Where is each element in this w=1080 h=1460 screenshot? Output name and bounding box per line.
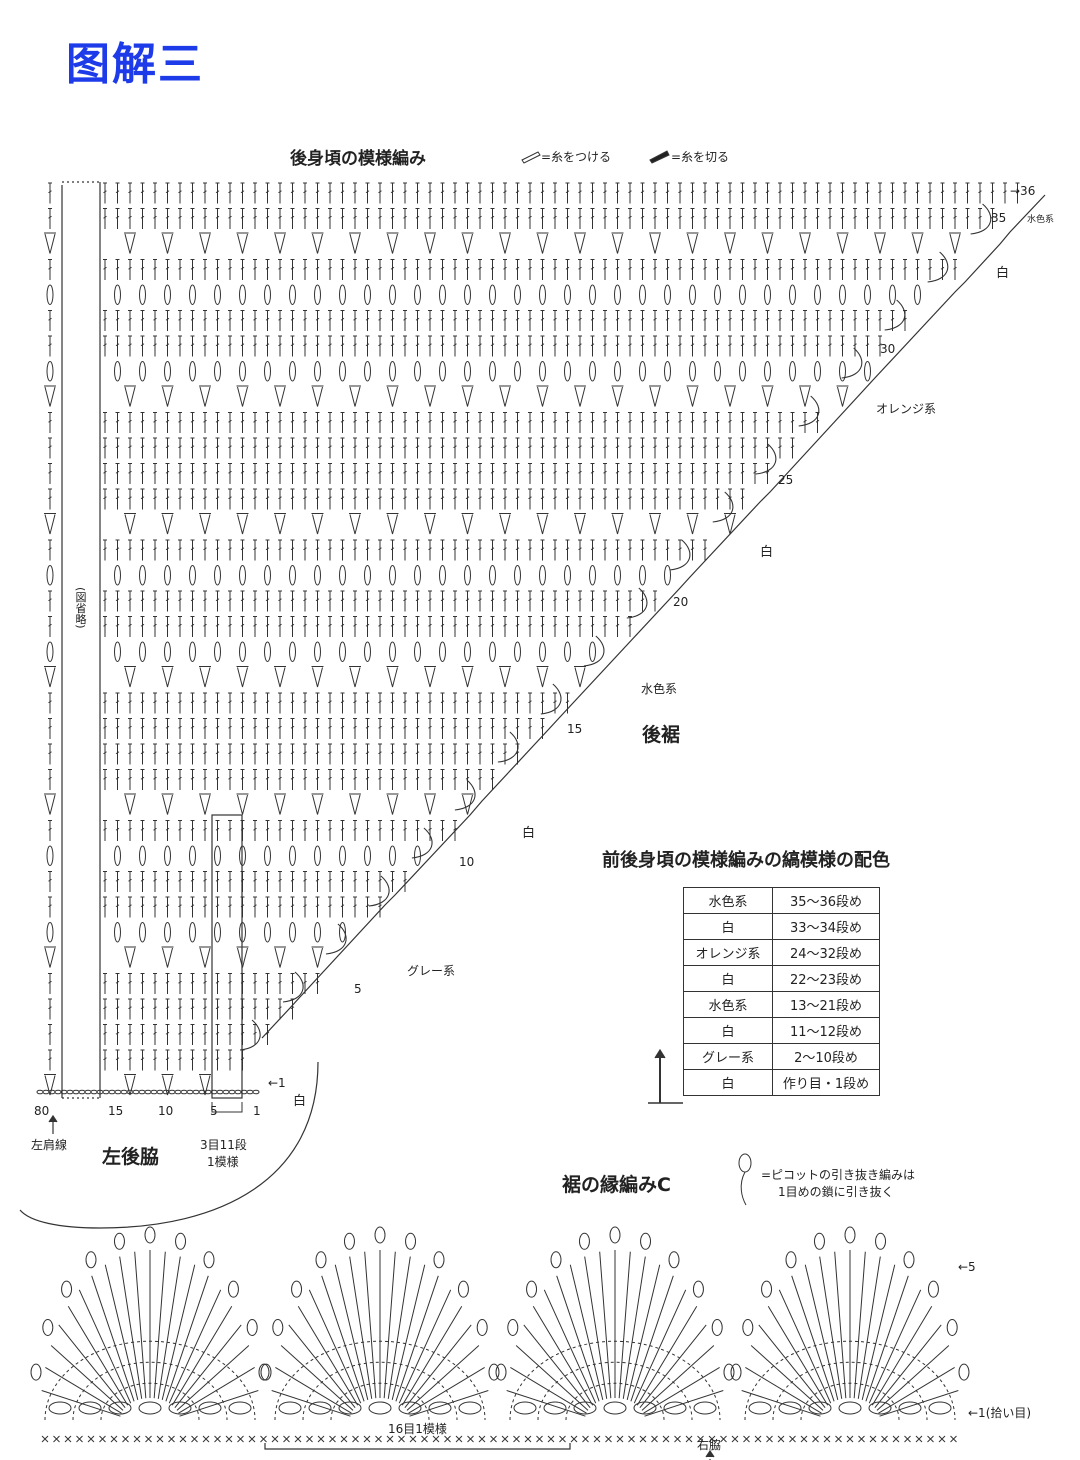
row-number-10: 10 xyxy=(459,855,475,869)
color-label-white-22: 白 xyxy=(760,545,774,560)
stripe-table-title: 前後身頃の模様編みの縞模様の配色 xyxy=(602,850,890,871)
picot-note-line2: 1目めの鎖に引き抜く xyxy=(778,1185,894,1199)
row-number-35: 35 xyxy=(991,211,1007,225)
stripe-color: 白 xyxy=(683,913,773,940)
row-number-25: 25 xyxy=(778,473,794,487)
row-number-5: 5 xyxy=(354,982,362,996)
stripe-color: 水色系 xyxy=(683,887,773,914)
color-label-grey: グレー系 xyxy=(407,964,456,978)
picot-note-line1: =ピコットの引き抜き編みは xyxy=(761,1168,916,1182)
color-label-mizuiro: 水色系 xyxy=(641,682,678,696)
stripe-table-row: 白作り目・1段め xyxy=(683,1069,880,1096)
color-label-white-1: 白 xyxy=(293,1094,307,1109)
left-back-side-label: 左後脇 xyxy=(102,1146,160,1168)
repeat-box xyxy=(211,814,243,1099)
edging-title: 裾の縁編みC xyxy=(562,1174,671,1196)
stripe-rows: 35〜36段め xyxy=(772,887,880,914)
stripe-rows: 作り目・1段め xyxy=(772,1069,880,1096)
row-number-20: 20 xyxy=(673,595,689,609)
row-arrow-1: ←1 xyxy=(268,1076,286,1090)
stripe-rows: 11〜12段め xyxy=(772,1017,880,1044)
hem-outline xyxy=(261,194,1046,1039)
row-number-30: 30 xyxy=(880,342,896,356)
hem-curves xyxy=(239,203,992,1051)
color-label-mizuiro-top: 水色系 xyxy=(1027,215,1055,225)
back-pattern-title: 後身頃の模様編み xyxy=(290,149,426,169)
stripe-color: グレー系 xyxy=(683,1043,773,1070)
omitted-label: (図省略) xyxy=(72,585,88,631)
stitch-number-5: 5 xyxy=(210,1104,218,1118)
row-number-15: 15 xyxy=(567,722,583,736)
edging-chart xyxy=(30,1226,970,1443)
stripe-color: 白 xyxy=(683,1069,773,1096)
repeat-note-line2: 1模様 xyxy=(207,1155,239,1169)
back-hem-label: 後裾 xyxy=(642,724,681,746)
repeat-note-line1: 3目11段 xyxy=(200,1138,247,1152)
stitch-number-10: 10 xyxy=(158,1104,174,1118)
left-shoulder-line-label: 左肩線 xyxy=(31,1138,68,1152)
stripe-rows: 22〜23段め xyxy=(772,965,880,992)
stitch-number-1: 1 xyxy=(253,1104,261,1118)
attach-yarn-icon xyxy=(521,151,541,164)
stripe-rows: 2〜10段め xyxy=(772,1043,880,1070)
stripe-color: 白 xyxy=(683,1017,773,1044)
stripe-color: 白 xyxy=(683,965,773,992)
stripe-rows: 13〜21段め xyxy=(772,991,880,1018)
picot-icon xyxy=(738,1153,752,1173)
side-outline xyxy=(19,1061,319,1229)
cut-yarn-icon xyxy=(649,150,670,164)
stripe-rows: 33〜34段め xyxy=(772,913,880,940)
stitch-number-80: 80 xyxy=(34,1104,50,1118)
stitch-number-15: 15 xyxy=(108,1104,124,1118)
edging-row5-label: ←5 xyxy=(958,1260,976,1274)
color-label-white-11: 白 xyxy=(522,826,536,841)
color-label-orange: オレンジ系 xyxy=(876,402,937,416)
edging-repeat-label: 16目1模様 xyxy=(388,1422,447,1436)
legend-symbols xyxy=(521,150,752,1206)
stripe-rows: 24〜32段め xyxy=(772,939,880,966)
color-label-white-33: 白 xyxy=(996,266,1010,281)
cut-yarn-legend: =糸を切る xyxy=(671,150,730,164)
stitch-grid xyxy=(36,182,1020,1096)
edging-row1-label: ←1(拾い目) xyxy=(968,1406,1032,1420)
page-title: 图解三 xyxy=(66,39,204,90)
edging-side-label: 右脇 xyxy=(697,1438,722,1452)
stripe-color: 水色系 xyxy=(683,991,773,1018)
top-row-label: →36 xyxy=(1010,184,1036,198)
attach-yarn-legend: =糸をつける xyxy=(541,150,612,164)
stripe-color: オレンジ系 xyxy=(683,939,773,966)
